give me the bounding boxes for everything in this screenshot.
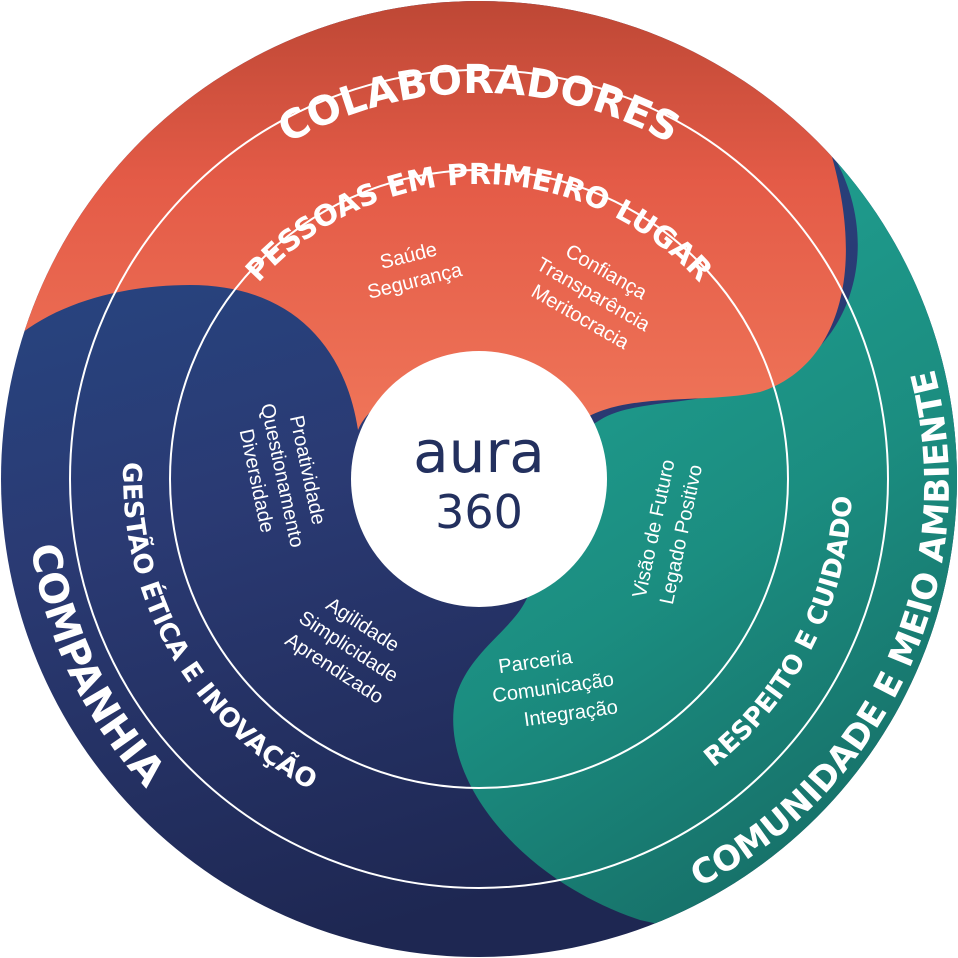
center-hub — [351, 351, 607, 607]
inner-ring — [169, 169, 789, 789]
outer-ring — [69, 69, 889, 889]
logo-word: aura — [413, 418, 545, 486]
logo-number: 360 — [435, 485, 523, 539]
